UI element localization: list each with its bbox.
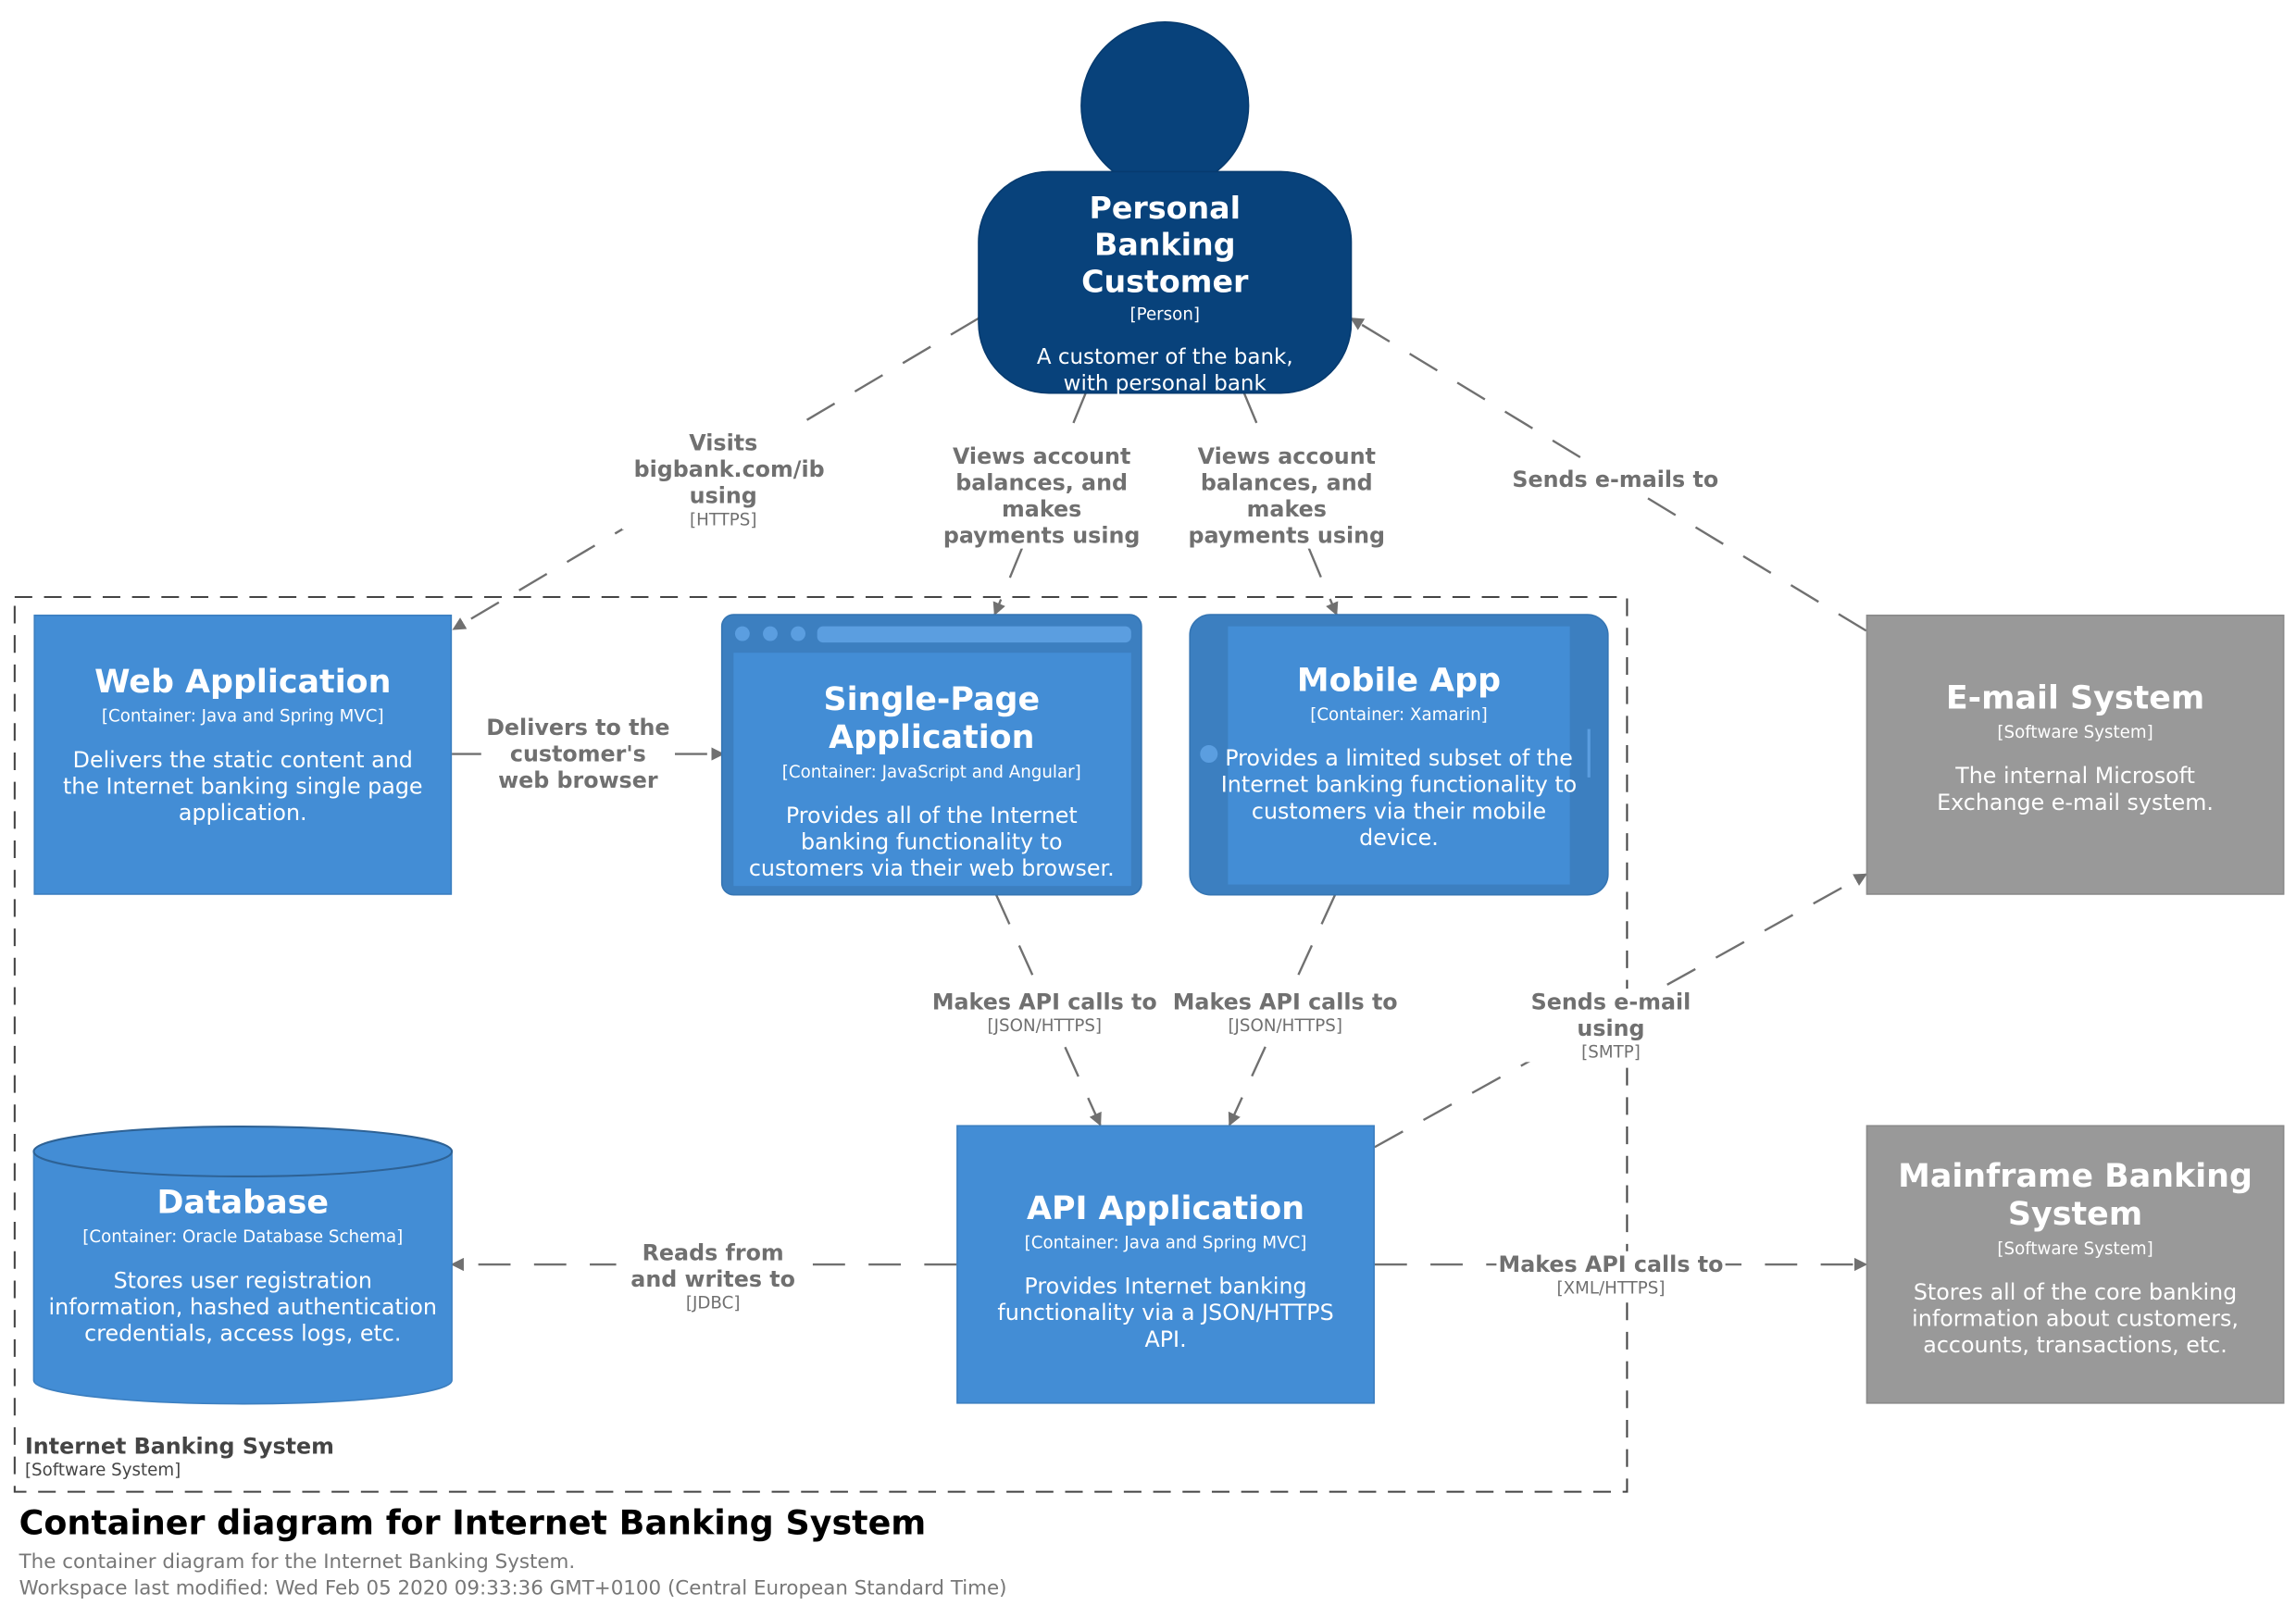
label-mainframe-calls-tech: [XML/HTTPS] bbox=[1556, 1277, 1666, 1299]
label-sends-emails-text: Sends e-mails to bbox=[1512, 466, 1719, 493]
label-visits: Visits bigbank.com/ib using [HTTPS] bbox=[621, 429, 825, 530]
label-views-mobile-text: Views account balances, and makes paymen… bbox=[1188, 442, 1386, 549]
label-spa-api-text: Makes API calls to bbox=[931, 989, 1157, 1015]
web-app-type: [Container: Java and Spring MVC] bbox=[101, 705, 384, 727]
container-mobile-app[interactable]: Mobile App [Container: Xamarin] Provides… bbox=[1190, 615, 1608, 895]
spa-title: Single-Page Application bbox=[823, 681, 1041, 757]
container-database[interactable]: Database [Container: Oracle Database Sch… bbox=[33, 1185, 452, 1390]
label-views-spa: Views account balances, and makes paymen… bbox=[937, 442, 1146, 549]
label-sends-emails: Sends e-mails to bbox=[1511, 466, 1720, 493]
api-title: API Application bbox=[1027, 1190, 1305, 1228]
label-mobile-api-tech: [JSON/HTTPS] bbox=[1228, 1014, 1342, 1036]
spa-description: Provides all of the Internet banking fun… bbox=[748, 802, 1115, 882]
label-views-spa-text: Views account balances, and makes paymen… bbox=[942, 442, 1141, 549]
container-single-page-application[interactable]: Single-Page Application [Container: Java… bbox=[722, 615, 1142, 895]
email-type: [Software System] bbox=[1997, 721, 2153, 742]
label-sends-email-using-tech: [SMTP] bbox=[1581, 1041, 1641, 1063]
spa-browser-frame bbox=[720, 614, 1142, 896]
label-spa-api-tech: [JSON/HTTPS] bbox=[987, 1014, 1103, 1036]
mobile-type: [Container: Xamarin] bbox=[1310, 703, 1488, 725]
diagram-title: Container diagram for Internet Banking S… bbox=[19, 1504, 927, 1544]
label-spa-api: Makes API calls to [JSON/HTTPS] bbox=[930, 989, 1159, 1036]
label-mobile-api: Makes API calls to [JSON/HTTPS] bbox=[1170, 989, 1400, 1036]
label-reads-writes-tech: [JDBC] bbox=[685, 1292, 741, 1313]
person-shape bbox=[978, 20, 1353, 394]
web-app-description: Delivers the static content and the Inte… bbox=[62, 746, 423, 827]
label-sends-email-using: Sends e-mail using [SMTP] bbox=[1522, 989, 1700, 1063]
container-api-application[interactable]: API Application [Container: Java and Spr… bbox=[956, 1125, 1375, 1404]
label-reads-writes: Reads from and writes to [JDBC] bbox=[616, 1239, 810, 1313]
mobile-device-frame bbox=[1189, 614, 1609, 896]
label-mobile-api-text: Makes API calls to bbox=[1172, 989, 1398, 1015]
external-mainframe-banking-system[interactable]: Mainframe Banking System [Software Syste… bbox=[1866, 1125, 2285, 1404]
boundary-label: Internet Banking System [Software System… bbox=[25, 1433, 334, 1480]
boundary-title: Internet Banking System bbox=[24, 1433, 334, 1460]
person-description: A customer of the bank, with personal ba… bbox=[1036, 345, 1293, 423]
mobile-description: Provides a limited subset of the Interne… bbox=[1220, 745, 1578, 852]
label-sends-email-using-text: Sends e-mail using bbox=[1530, 989, 1691, 1042]
label-mainframe-calls: Makes API calls to [XML/HTTPS] bbox=[1496, 1251, 1726, 1299]
mobile-title: Mobile App bbox=[1296, 663, 1502, 700]
person-type: [Person] bbox=[1129, 304, 1200, 325]
boundary-type: [Software System] bbox=[24, 1459, 181, 1480]
database-type: [Container: Oracle Database Schema] bbox=[82, 1226, 404, 1247]
api-description: Provides Internet banking functionality … bbox=[997, 1273, 1334, 1353]
external-email-system[interactable]: E-mail System [Software System] The inte… bbox=[1866, 614, 2285, 895]
diagram-description: The container diagram for the Internet B… bbox=[19, 1550, 576, 1574]
database-description: Stores user registration information, ha… bbox=[48, 1267, 437, 1347]
mainframe-title: Mainframe Banking System bbox=[1898, 1158, 2252, 1234]
label-delivers: Delivers to the customer's web browser bbox=[480, 714, 675, 794]
spa-type: [Container: JavaScript and Angular] bbox=[781, 761, 1081, 782]
diagram-footer: Container diagram for Internet Banking S… bbox=[19, 1503, 1633, 1601]
mainframe-type: [Software System] bbox=[1997, 1238, 2153, 1259]
label-mainframe-calls-text: Makes API calls to bbox=[1498, 1251, 1724, 1278]
email-title: E-mail System bbox=[1945, 680, 2205, 717]
diagram-last-modified: Workspace last modified: Wed Feb 05 2020… bbox=[19, 1576, 1007, 1600]
web-app-title: Web Application bbox=[94, 664, 392, 702]
label-views-mobile: Views account balances, and makes paymen… bbox=[1182, 442, 1391, 549]
container-web-application[interactable]: Web Application [Container: Java and Spr… bbox=[33, 614, 453, 895]
person-title: Personal Banking Customer bbox=[1081, 191, 1249, 300]
label-reads-writes-text: Reads from and writes to bbox=[630, 1239, 796, 1293]
label-visits-text: Visits bigbank.com/ib using bbox=[633, 429, 825, 509]
label-visits-tech: [HTTPS] bbox=[690, 508, 757, 530]
database-shape bbox=[32, 1126, 454, 1405]
database-title: Database bbox=[156, 1185, 330, 1223]
mainframe-description: Stores all of the core banking informati… bbox=[1912, 1278, 2239, 1359]
label-delivers-text: Delivers to the customer's web browser bbox=[486, 714, 670, 794]
api-type: [Container: Java and Spring MVC] bbox=[1024, 1232, 1307, 1253]
person-personal-banking-customer[interactable]: Personal Banking Customer [Person] A cus… bbox=[979, 191, 1352, 422]
email-description: The internal Microsoft Exchange e-mail s… bbox=[1937, 763, 2214, 816]
